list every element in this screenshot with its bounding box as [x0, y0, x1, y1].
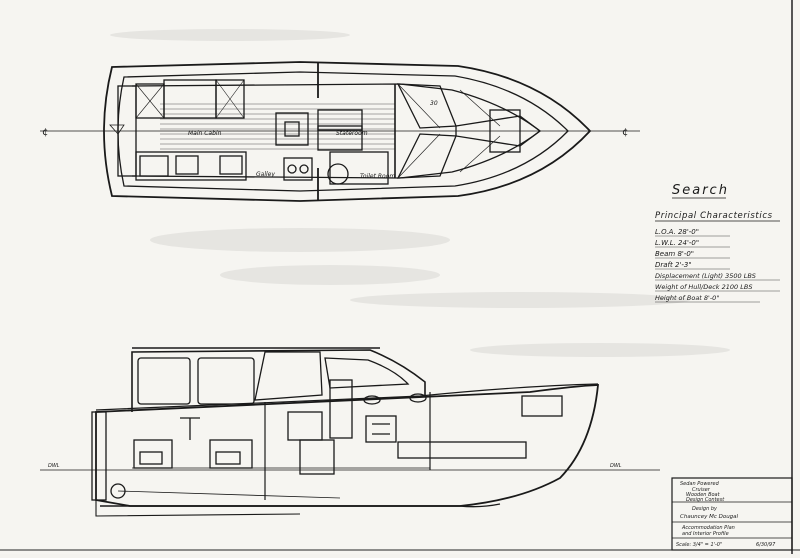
cabin-sole-planking	[160, 103, 395, 150]
porthole-2	[409, 393, 427, 403]
sheer-line	[95, 383, 599, 411]
chain-locker	[521, 395, 563, 417]
accommodation-plan: ¢ ¢	[40, 61, 640, 202]
fwd-berth	[455, 115, 542, 147]
waterline-label-aft: DWL	[48, 463, 60, 469]
waterline-label-fwd: DWL	[610, 463, 622, 469]
cabin-house	[131, 349, 426, 412]
rudder	[91, 411, 107, 501]
label-stateroom: Stateroom	[336, 130, 368, 137]
characteristics-block: Search Principal Characteristics L.O.A. …	[655, 183, 780, 303]
title-block: Sedan Powered Cruiser Wooden Boat Design…	[671, 477, 793, 551]
porthole-1	[363, 395, 381, 405]
tb-date: 6/30/97	[756, 542, 776, 548]
centerline-mark-aft: ¢	[42, 127, 48, 138]
char-row-2: Beam 8'-0"	[655, 250, 694, 258]
mid-window	[197, 357, 255, 405]
tb-designed-by: Design by	[692, 506, 718, 512]
profile-labels: DWL DWL	[48, 463, 622, 469]
stove	[283, 157, 313, 181]
hull-profile	[95, 384, 599, 507]
settee-drawer	[139, 451, 163, 465]
tb-line2: Cruiser	[692, 487, 711, 493]
centerline-mark-fwd: ¢	[622, 127, 628, 138]
v-berth-port	[396, 83, 457, 129]
anchor-locker	[489, 109, 521, 153]
tb-line3: Wooden Boat	[686, 492, 721, 498]
windshield	[254, 351, 323, 401]
companionway-step	[317, 125, 363, 131]
label-galley: Galley	[256, 171, 275, 178]
helm-seat-inner	[284, 121, 300, 137]
tb-designer: Chauncey Mc Dougal	[680, 514, 739, 520]
stern-hatch	[109, 124, 125, 135]
engine-box	[299, 439, 335, 475]
design-title: Search	[672, 183, 729, 198]
port-locker	[215, 79, 245, 119]
aft-locker	[117, 85, 137, 177]
head-compartment	[329, 151, 389, 185]
head-cabinet	[365, 415, 397, 443]
char-row-1: L.W.L. 24'-0"	[655, 239, 699, 247]
interior-profile	[40, 347, 660, 517]
char-row-3: Draft 2'-3"	[655, 261, 692, 269]
char-row-5: Weight of Hull/Deck 2100 LBS	[655, 283, 752, 291]
label-head: Toilet Room	[360, 173, 395, 180]
char-row-6: Height of Boat 8'-0"	[655, 294, 719, 302]
char-row-0: L.O.A. 28'-0"	[655, 228, 699, 236]
label-vberth-number: 30	[430, 100, 438, 107]
galley-sink-2	[219, 155, 243, 175]
fwd-window	[324, 357, 410, 389]
v-berth-stbd	[396, 133, 457, 179]
galley-counter	[135, 151, 247, 181]
characteristics-heading: Principal Characteristics	[655, 211, 773, 221]
tb-sheet-1: Accommodation Plan	[681, 525, 735, 531]
galley-sink	[175, 155, 199, 175]
galley-drawer	[215, 451, 241, 465]
tb-scale: Scale: 3/4" = 1'-0"	[676, 542, 722, 548]
v-berth-profile	[397, 441, 527, 459]
aft-window	[137, 357, 191, 405]
step	[329, 379, 353, 439]
tb-line4: Design Contest	[686, 497, 725, 503]
helm-seat	[275, 112, 309, 146]
paper-smudges	[110, 29, 730, 357]
title-block-frame	[671, 477, 793, 551]
hull-outline	[103, 61, 592, 202]
keel-shoe	[95, 500, 301, 517]
table-leg	[180, 417, 200, 440]
tb-sheet-2: and Interior Profile	[682, 531, 729, 537]
tb-line1: Sedan Powered	[680, 481, 720, 487]
galley-cabinet	[139, 155, 169, 177]
helm-console	[287, 411, 323, 441]
label-main-cabin: Main Cabin	[188, 130, 222, 137]
plan-labels: Main Cabin Stateroom Galley Toilet Room …	[188, 100, 438, 180]
char-row-4: Displacement (Light) 3500 LBS	[655, 272, 756, 280]
keel	[100, 503, 501, 508]
toilet-bowl	[327, 163, 349, 185]
